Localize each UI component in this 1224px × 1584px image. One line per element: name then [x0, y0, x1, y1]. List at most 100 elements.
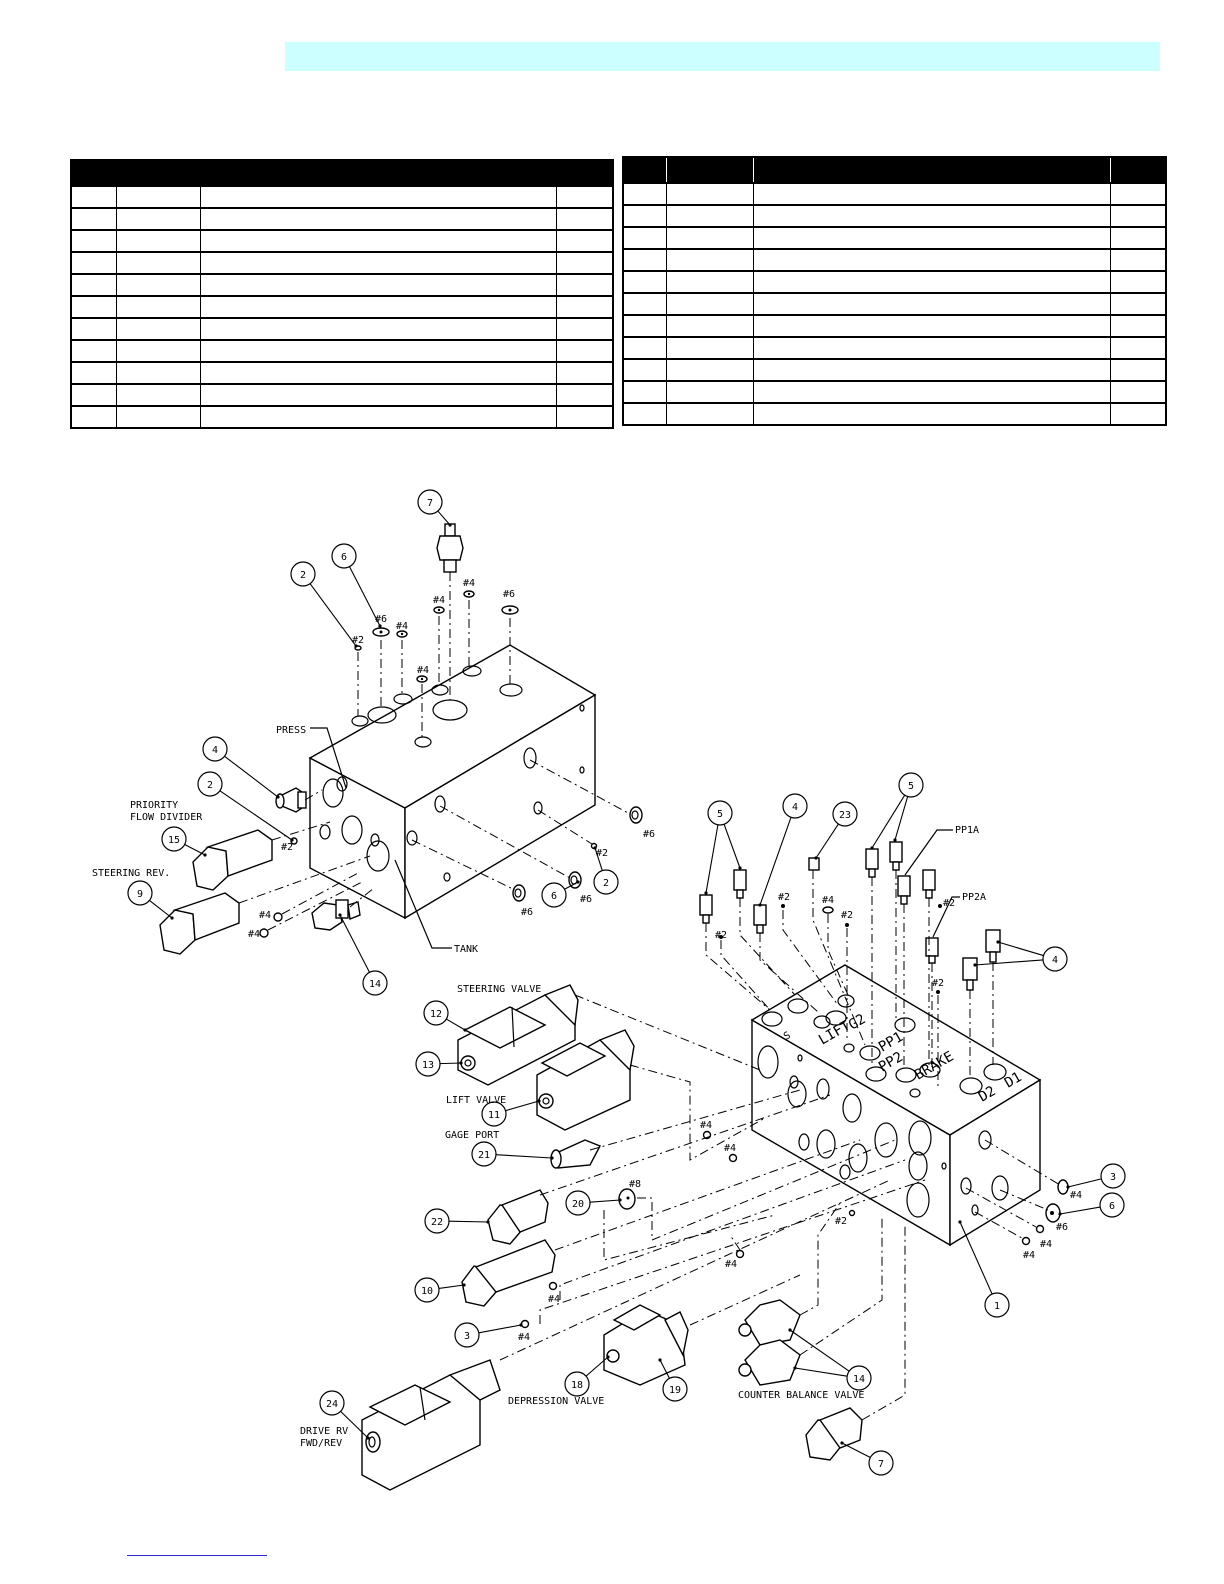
callout-leader — [437, 510, 451, 526]
callout-circle — [202, 736, 228, 762]
callout-leader — [659, 1359, 670, 1379]
callout-leader — [224, 755, 279, 798]
callout-arrowhead — [606, 1355, 610, 1359]
marker-6: #6 — [1056, 1222, 1068, 1233]
table-row — [71, 207, 613, 230]
callout-number: 24 — [326, 1399, 338, 1410]
callout-balloon: 6 — [1058, 1192, 1125, 1218]
callout-leader — [448, 1220, 489, 1223]
callout-arrowhead — [463, 1028, 467, 1032]
callout-number: 20 — [572, 1199, 584, 1210]
callout-number: 2 — [603, 878, 609, 889]
footer-link-line[interactable] — [127, 1555, 267, 1556]
callout-circle — [662, 1376, 688, 1402]
callout-balloon: 15 — [161, 826, 207, 857]
callout-circle — [415, 1051, 441, 1077]
label-drive-rv: DRIVE RV — [300, 1426, 348, 1437]
callout-circle — [898, 772, 924, 798]
callout-arrowhead — [658, 1358, 662, 1362]
callout-arrowhead — [814, 856, 818, 860]
callout-circle — [1042, 946, 1068, 972]
callout-circle — [417, 489, 443, 515]
callout-number: 19 — [669, 1385, 681, 1396]
callout-arrowhead — [354, 644, 358, 648]
label-priority: PRIORITY — [130, 800, 178, 811]
callout-arrowhead — [550, 1156, 554, 1160]
callout-leader — [478, 1324, 522, 1334]
callout-arrowhead — [486, 1220, 490, 1224]
callout-number: 7 — [878, 1459, 884, 1470]
callout-leader — [997, 941, 1044, 957]
upper-manifold-block — [308, 644, 597, 920]
marker-2: #2 — [715, 930, 727, 941]
callout-balloon: 11 — [481, 1099, 541, 1127]
marker-6: #6 — [580, 894, 592, 905]
callout-arrowhead — [793, 1366, 797, 1370]
callout-arrowhead — [593, 846, 597, 850]
callout-balloon: 4 — [758, 793, 808, 907]
table-row — [623, 314, 1166, 337]
callout-circle — [846, 1365, 872, 1391]
callout-number: 23 — [839, 810, 851, 821]
callout-circle — [362, 970, 388, 996]
label-gage-port: GAGE PORT — [445, 1130, 499, 1141]
callout-balloon: 24 — [319, 1390, 370, 1440]
marker-4: #4 — [1023, 1250, 1035, 1261]
callout-balloon: 5 — [704, 800, 742, 895]
callout-number: 5 — [717, 809, 723, 820]
callout-balloon: 13 — [415, 1051, 463, 1077]
callout-leader — [705, 824, 719, 894]
callout-circle — [414, 1277, 440, 1303]
callout-balloon: 2 — [593, 846, 619, 895]
callout-circle — [541, 882, 567, 908]
callout-balloon: 12 — [423, 1000, 467, 1032]
marker-2: #2 — [943, 898, 955, 909]
callout-balloon: 3 — [1066, 1163, 1126, 1189]
callout-number: 14 — [853, 1374, 865, 1385]
table-row — [71, 229, 613, 252]
callout-number: 12 — [430, 1009, 442, 1020]
table-row — [71, 185, 613, 208]
callout-balloon: 2 — [290, 561, 358, 648]
diagram-labels: PRESS TANK PRIORITY FLOW DIVIDER STEERIN… — [92, 578, 1082, 1449]
label-tank: TANK — [454, 944, 478, 955]
callout-leader — [871, 794, 906, 849]
callout-leader — [184, 844, 206, 856]
callout-circle — [832, 801, 858, 827]
section-banner — [285, 42, 1160, 71]
callout-number: 14 — [369, 979, 381, 990]
callout-arrowhead — [576, 880, 580, 884]
callout-leader — [1067, 1178, 1102, 1188]
callout-arrowhead — [618, 1198, 622, 1202]
callout-leader — [723, 824, 741, 869]
callout-number: 6 — [551, 891, 557, 902]
callout-balloon: 6 — [541, 880, 580, 908]
callout-leader — [789, 1329, 850, 1372]
callout-circle — [127, 880, 153, 906]
callout-number: 2 — [300, 570, 306, 581]
marker-6: #6 — [375, 614, 387, 625]
marker-4: #4 — [725, 1259, 737, 1270]
callout-balloon: 18 — [564, 1355, 610, 1397]
callout-balloon: 14 — [788, 1328, 872, 1391]
callout-leader — [149, 899, 173, 919]
marker-2: #2 — [835, 1216, 847, 1227]
callout-number: 2 — [207, 780, 213, 791]
callout-leader — [339, 914, 370, 973]
label-fwd-rev: FWD/REV — [300, 1438, 342, 1449]
callout-arrowhead — [840, 1441, 844, 1445]
table-header — [71, 160, 613, 186]
table-row — [71, 361, 613, 384]
callout-balloon: 6 — [331, 543, 382, 628]
callout-leader — [974, 959, 1044, 966]
label-pp2a: PP2A — [962, 892, 986, 903]
label-counter-balance: COUNTER BALANCE VALVE — [738, 1390, 864, 1401]
label-steering-rev: STEERING REV. — [92, 868, 170, 879]
callout-arrowhead — [290, 838, 294, 842]
callout-leader — [438, 1284, 465, 1289]
callout-circle — [1099, 1192, 1125, 1218]
callout-balloon: 22 — [424, 1208, 490, 1234]
table-row — [623, 380, 1166, 403]
callout-balloon: 3 — [454, 1322, 523, 1348]
